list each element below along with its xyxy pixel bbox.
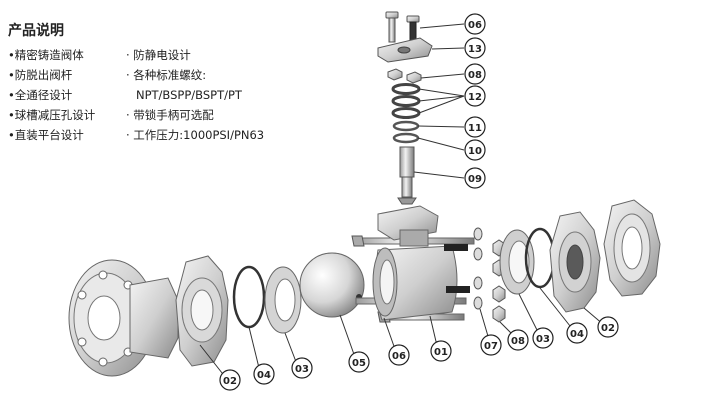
callout-06-bottom: 06 <box>388 344 410 366</box>
callout-04-left: 04 <box>253 363 275 385</box>
callout-07: 07 <box>480 334 502 356</box>
leader-lines <box>199 23 605 379</box>
handle-bolts <box>385 11 420 45</box>
feature-item: •全通径设计 <box>8 88 73 102</box>
stem-packing <box>392 132 420 144</box>
right-seat <box>499 229 535 295</box>
svg-text:02: 02 <box>223 376 237 387</box>
callout-04-right: 04 <box>566 322 588 344</box>
product-description-title: 产品说明 <box>8 23 64 39</box>
svg-text:06: 06 <box>392 351 406 362</box>
svg-text:03: 03 <box>295 364 309 375</box>
feature-item: •防脱出阀杆 <box>8 68 73 82</box>
callout-08-top: 08 <box>464 63 486 85</box>
stem-nuts <box>387 68 422 84</box>
feature-list-left: •精密铸造阀体 •防脱出阀杆 •全通径设计 •球槽减压孔设计 •直装平台设计 <box>8 45 95 145</box>
svg-text:13: 13 <box>468 44 482 55</box>
feature-item: · 工作压力:1000PSI/PN63 <box>126 128 265 142</box>
callout-12: 12 <box>464 85 486 107</box>
feature-list-right: · 防静电设计 · 各种标准螺纹: NPT/BSPP/BSPT/PT · 带锁手… <box>126 45 264 145</box>
feature-item: •球槽减压孔设计 <box>8 108 96 122</box>
svg-text:01: 01 <box>434 347 448 358</box>
feature-item: •直装平台设计 <box>8 128 84 142</box>
valve-body <box>351 205 475 323</box>
gland-ring <box>392 120 420 132</box>
feature-item: NPT/BSPP/BSPT/PT <box>136 88 242 102</box>
feature-item: · 防静电设计 <box>126 48 191 62</box>
right-outer-cap <box>603 199 661 297</box>
callout-03-left: 03 <box>291 357 313 379</box>
svg-text:04: 04 <box>570 329 584 340</box>
callout-05: 05 <box>348 351 370 373</box>
part-callouts: 06 13 08 12 11 10 09 02 04 03 05 06 01 0… <box>219 13 619 391</box>
svg-text:03: 03 <box>536 334 550 345</box>
valve-ball <box>299 252 365 318</box>
feature-item: · 各种标准螺纹: <box>126 68 207 82</box>
callout-11: 11 <box>464 116 486 138</box>
svg-text:09: 09 <box>468 174 482 185</box>
valve-stem <box>397 146 417 205</box>
left-body-seal <box>232 265 266 329</box>
svg-text:12: 12 <box>468 92 482 103</box>
right-end-cap <box>549 211 601 313</box>
callout-08-bottom: 08 <box>507 329 529 351</box>
belleville-washers <box>391 83 421 119</box>
body-nuts-washers <box>473 227 506 323</box>
callout-01: 01 <box>430 340 452 362</box>
callout-13: 13 <box>464 37 486 59</box>
svg-text:02: 02 <box>601 323 615 334</box>
callout-10: 10 <box>464 139 486 161</box>
callout-06-top: 06 <box>464 13 486 35</box>
callout-02-right: 02 <box>597 316 619 338</box>
left-end-cap <box>175 255 229 367</box>
svg-text:05: 05 <box>352 358 366 369</box>
svg-text:06: 06 <box>468 20 482 31</box>
callout-09: 09 <box>464 167 486 189</box>
callout-03-right: 03 <box>532 327 554 349</box>
callout-02-left: 02 <box>219 369 241 391</box>
svg-text:07: 07 <box>484 341 498 352</box>
feature-item: •精密铸造阀体 <box>8 48 84 62</box>
svg-text:04: 04 <box>257 370 271 381</box>
left-seat <box>264 266 302 334</box>
svg-text:08: 08 <box>511 336 525 347</box>
feature-item: · 带锁手柄可选配 <box>126 108 214 122</box>
svg-text:11: 11 <box>468 123 482 134</box>
svg-text:08: 08 <box>468 70 482 81</box>
left-flange <box>68 259 179 377</box>
svg-text:10: 10 <box>468 146 482 157</box>
locking-plate <box>377 37 433 63</box>
